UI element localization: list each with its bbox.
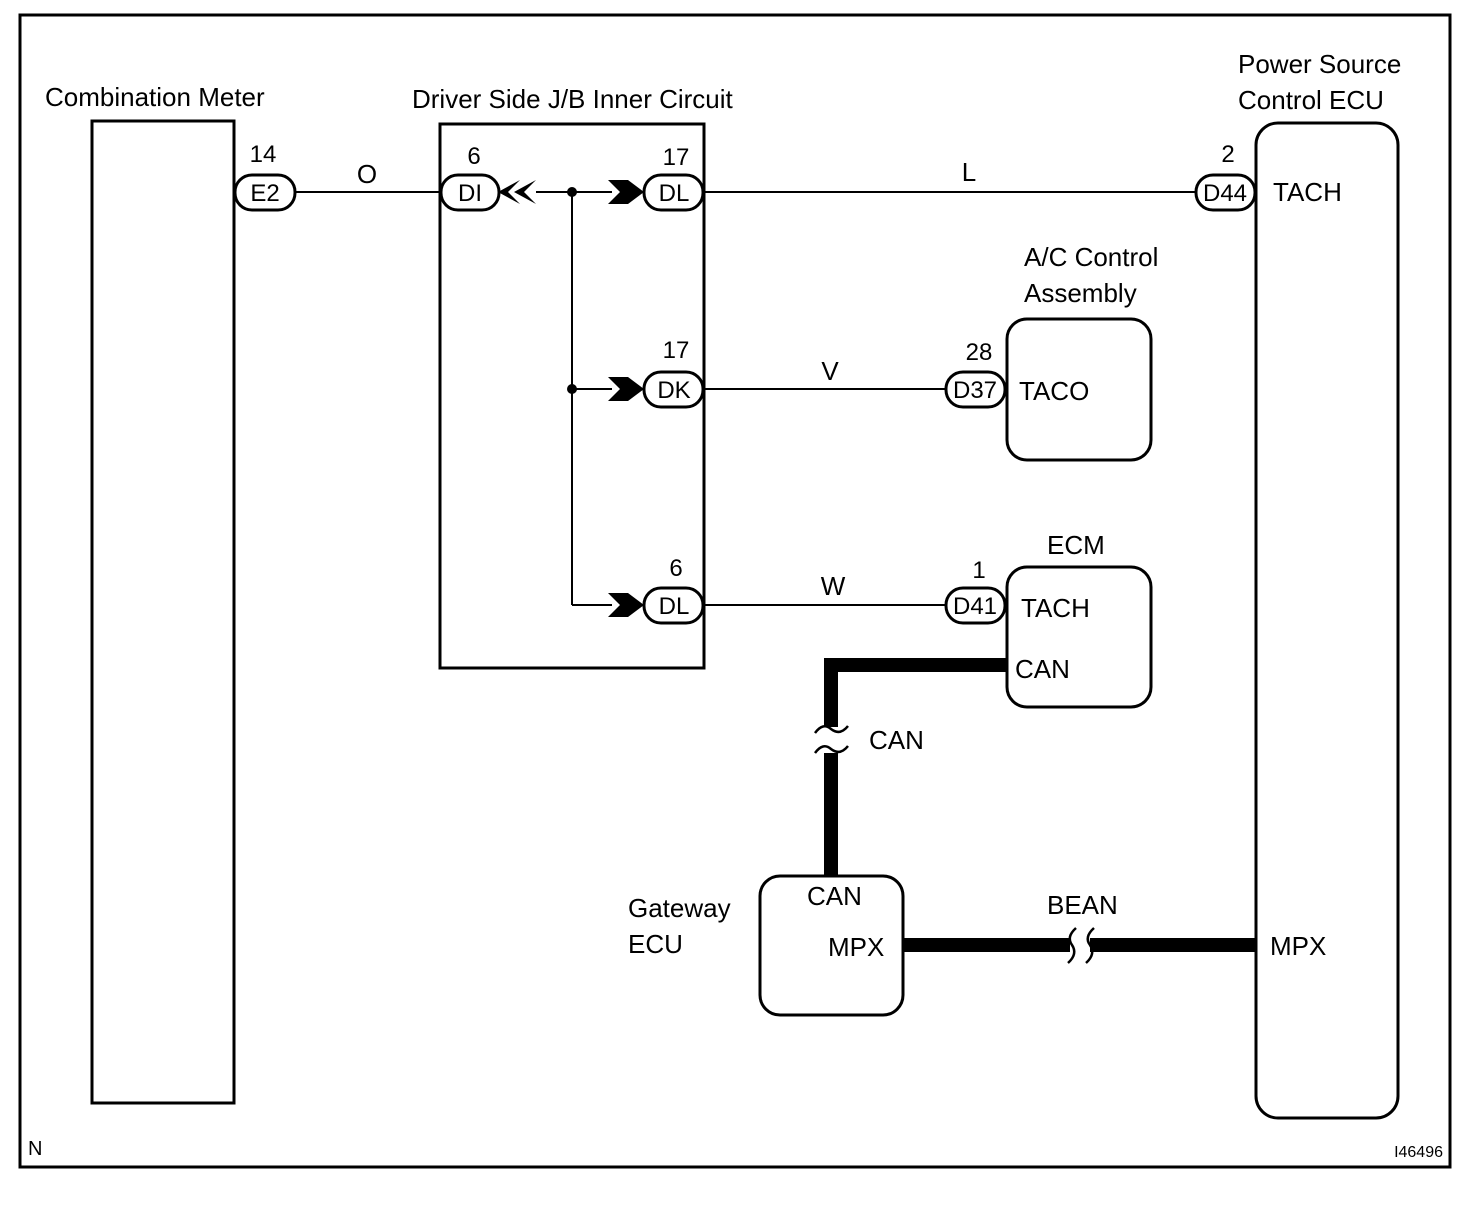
can-bus-upper (824, 658, 1007, 727)
gateway-can-terminal: CAN (807, 881, 862, 911)
bus-label-can: CAN (869, 725, 924, 755)
connector-d41 (944, 586, 1007, 625)
connector-d37-name: D37 (953, 377, 997, 404)
arrow-icon-di (498, 180, 536, 204)
power-ecu-label-line1: Power Source (1238, 49, 1401, 79)
ecm-box (1005, 565, 1153, 709)
junction-dot-middle (567, 384, 577, 394)
connector-d41-name: D41 (953, 593, 997, 620)
diagram-frame (18, 13, 1452, 1169)
ac-control-assembly: A/C Control Assembly TACO (1005, 242, 1158, 462)
connector-names: E2 DI DL DK DL D44 D37 D41 (250, 180, 1247, 620)
wire-label-w: W (821, 571, 846, 601)
bean-break-icon-left (1067, 927, 1077, 964)
ecm: ECM TACH CAN (1005, 530, 1153, 709)
connector-dl-top-name: DL (659, 180, 690, 207)
pin-number-d41: 1 (972, 557, 985, 584)
ac-taco-terminal: TACO (1019, 376, 1089, 406)
gateway-label-line2: ECU (628, 929, 683, 959)
bus-label-bean: BEAN (1047, 890, 1118, 920)
ecm-label: ECM (1047, 530, 1105, 560)
gateway-mpx-terminal: MPX (828, 932, 884, 962)
wire-label-o: O (357, 159, 377, 189)
power-ecu-box (1254, 121, 1400, 1120)
bean-break-icon-right (1085, 927, 1095, 964)
junction-dot-top (567, 187, 577, 197)
ecm-can-terminal: CAN (1015, 654, 1070, 684)
bean-bus (903, 927, 1256, 964)
connector-dk-name: DK (657, 377, 690, 404)
arrow-icon-dk (608, 377, 644, 401)
power-ecu-label-line2: Control ECU (1238, 85, 1384, 115)
connector-di (439, 173, 501, 212)
arrow-icon-dl-top (608, 180, 644, 204)
pin-numbers: 14 6 17 17 6 2 28 1 (250, 141, 1235, 584)
combination-meter-label: Combination Meter (45, 82, 265, 112)
pin-number-dl-top: 17 (663, 144, 690, 171)
power-source-control-ecu: Power Source Control ECU TACH MPX (1238, 49, 1401, 1120)
footer-figure-id: I46496 (1394, 1144, 1443, 1161)
pin-number-dl-bottom: 6 (669, 555, 682, 582)
ac-box (1005, 317, 1153, 462)
can-break-icon-top (813, 725, 849, 734)
connector-di-name: DI (458, 180, 482, 207)
pin-number-d37: 28 (966, 339, 993, 366)
connector-dl-bottom (642, 586, 705, 625)
jb-label: Driver Side J/B Inner Circuit (412, 84, 734, 114)
arrow-icon-dl-bottom (608, 593, 644, 617)
power-ecu-tach-terminal: TACH (1273, 177, 1342, 207)
connector-dl-bottom-name: DL (659, 593, 690, 620)
ac-label-line1: A/C Control (1024, 242, 1158, 272)
connector-d44 (1194, 173, 1257, 212)
jb-arrows (498, 180, 644, 617)
combination-meter-box (90, 119, 236, 1105)
can-bus (813, 658, 1007, 876)
pin-number-di: 6 (467, 143, 480, 170)
power-ecu-mpx-terminal: MPX (1270, 931, 1326, 961)
connector-d44-name: D44 (1203, 180, 1247, 207)
pin-number-dk: 17 (663, 337, 690, 364)
can-break-icon-bottom (813, 745, 849, 754)
signal-wires (296, 191, 1196, 606)
connector-d37 (944, 370, 1007, 409)
ecm-tach-terminal: TACH (1021, 593, 1090, 623)
connector-e2-name: E2 (250, 180, 279, 207)
gateway-ecu: Gateway ECU CAN MPX (628, 874, 905, 1017)
combination-meter: Combination Meter (45, 82, 265, 1105)
wire-labels: O L V W CAN BEAN (357, 157, 1118, 920)
connector-dl-top (642, 173, 705, 212)
wire-label-v: V (821, 356, 839, 386)
pin-number-d44: 2 (1221, 141, 1234, 168)
wire-label-l: L (962, 157, 976, 187)
pin-number-e2: 14 (250, 141, 277, 168)
connector-e2 (233, 173, 297, 212)
ac-label-line2: Assembly (1024, 278, 1137, 308)
gateway-label-line1: Gateway (628, 893, 731, 923)
connector-pills (233, 173, 1257, 625)
connector-dk (642, 370, 705, 409)
footer-left-code: N (28, 1138, 42, 1160)
